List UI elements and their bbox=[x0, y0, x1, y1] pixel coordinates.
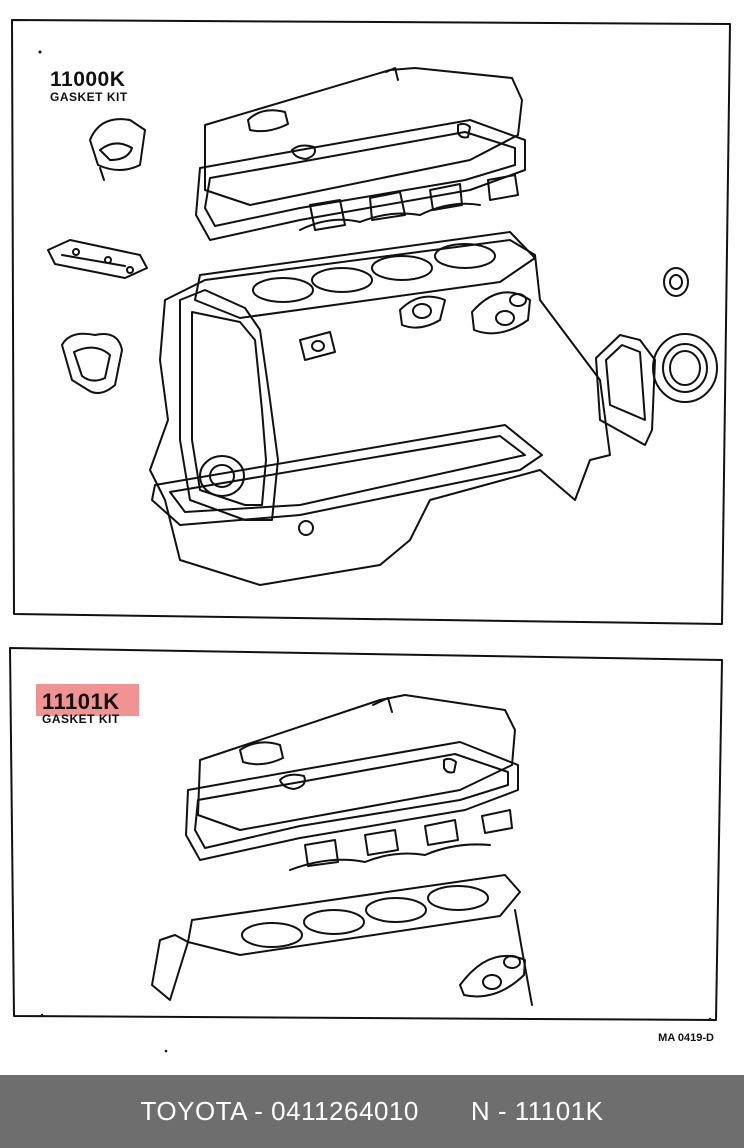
footer-kit-code: N - 11101K bbox=[470, 1096, 604, 1126]
water-pump-gasket bbox=[61, 332, 123, 395]
diagram-reference: MA 0419-D bbox=[658, 1032, 714, 1044]
flange-gasket bbox=[47, 239, 148, 279]
top-part-name: GASKET KIT bbox=[50, 90, 128, 104]
top-part-code: 11000K bbox=[50, 68, 126, 91]
part-code-highlight bbox=[36, 684, 139, 716]
bottom-part-code: 11101K bbox=[42, 689, 120, 714]
bottom-cover-gasket bbox=[185, 741, 519, 861]
valve-cover-gasket bbox=[195, 119, 526, 241]
bottom-panel-border bbox=[9, 647, 723, 1021]
rear-seal-retainer bbox=[595, 334, 656, 446]
head-gasket bbox=[194, 231, 536, 319]
rear-oil-seal bbox=[652, 333, 718, 403]
bottom-valve-cover bbox=[197, 694, 516, 831]
valve-cover bbox=[204, 67, 523, 206]
top-panel-border bbox=[11, 19, 731, 625]
footer-oem-number: TOYOTA - 0411264010 bbox=[140, 1096, 419, 1126]
bottom-part-name: GASKET KIT bbox=[42, 712, 120, 726]
engine-block bbox=[149, 239, 611, 586]
oil-pan-gasket bbox=[151, 424, 543, 526]
footer-bar: TOYOTA - 0411264010 N - 11101K bbox=[0, 1075, 744, 1148]
